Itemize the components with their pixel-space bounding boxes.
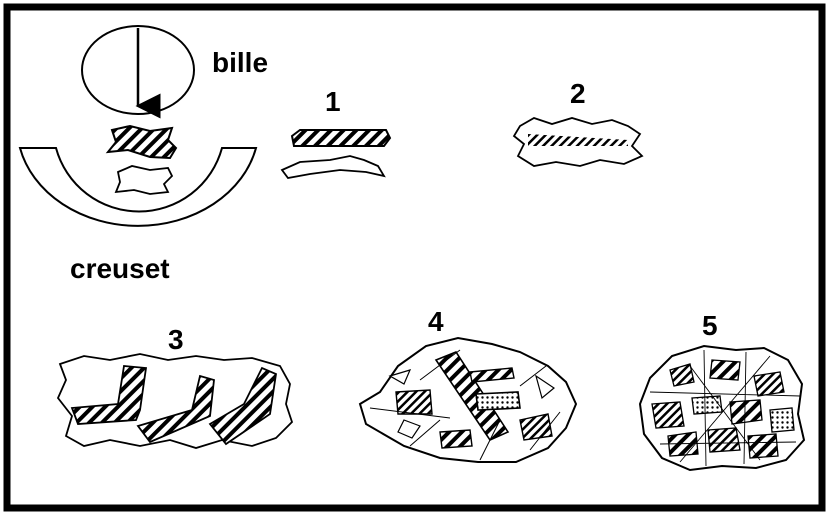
ball-label: bille (212, 47, 268, 78)
stage-1-label: 1 (325, 86, 341, 117)
stage-3-aggregate (58, 354, 292, 448)
stage-4-label: 4 (428, 306, 444, 337)
plain-particle (116, 166, 172, 194)
stage-3-label: 3 (168, 324, 184, 355)
stage-5-aggregate (640, 346, 804, 470)
crucible-label: creuset (70, 253, 170, 284)
stage-5-label: 5 (702, 310, 718, 341)
stage-2-particle (514, 118, 642, 166)
stage-2-label: 2 (570, 78, 586, 109)
